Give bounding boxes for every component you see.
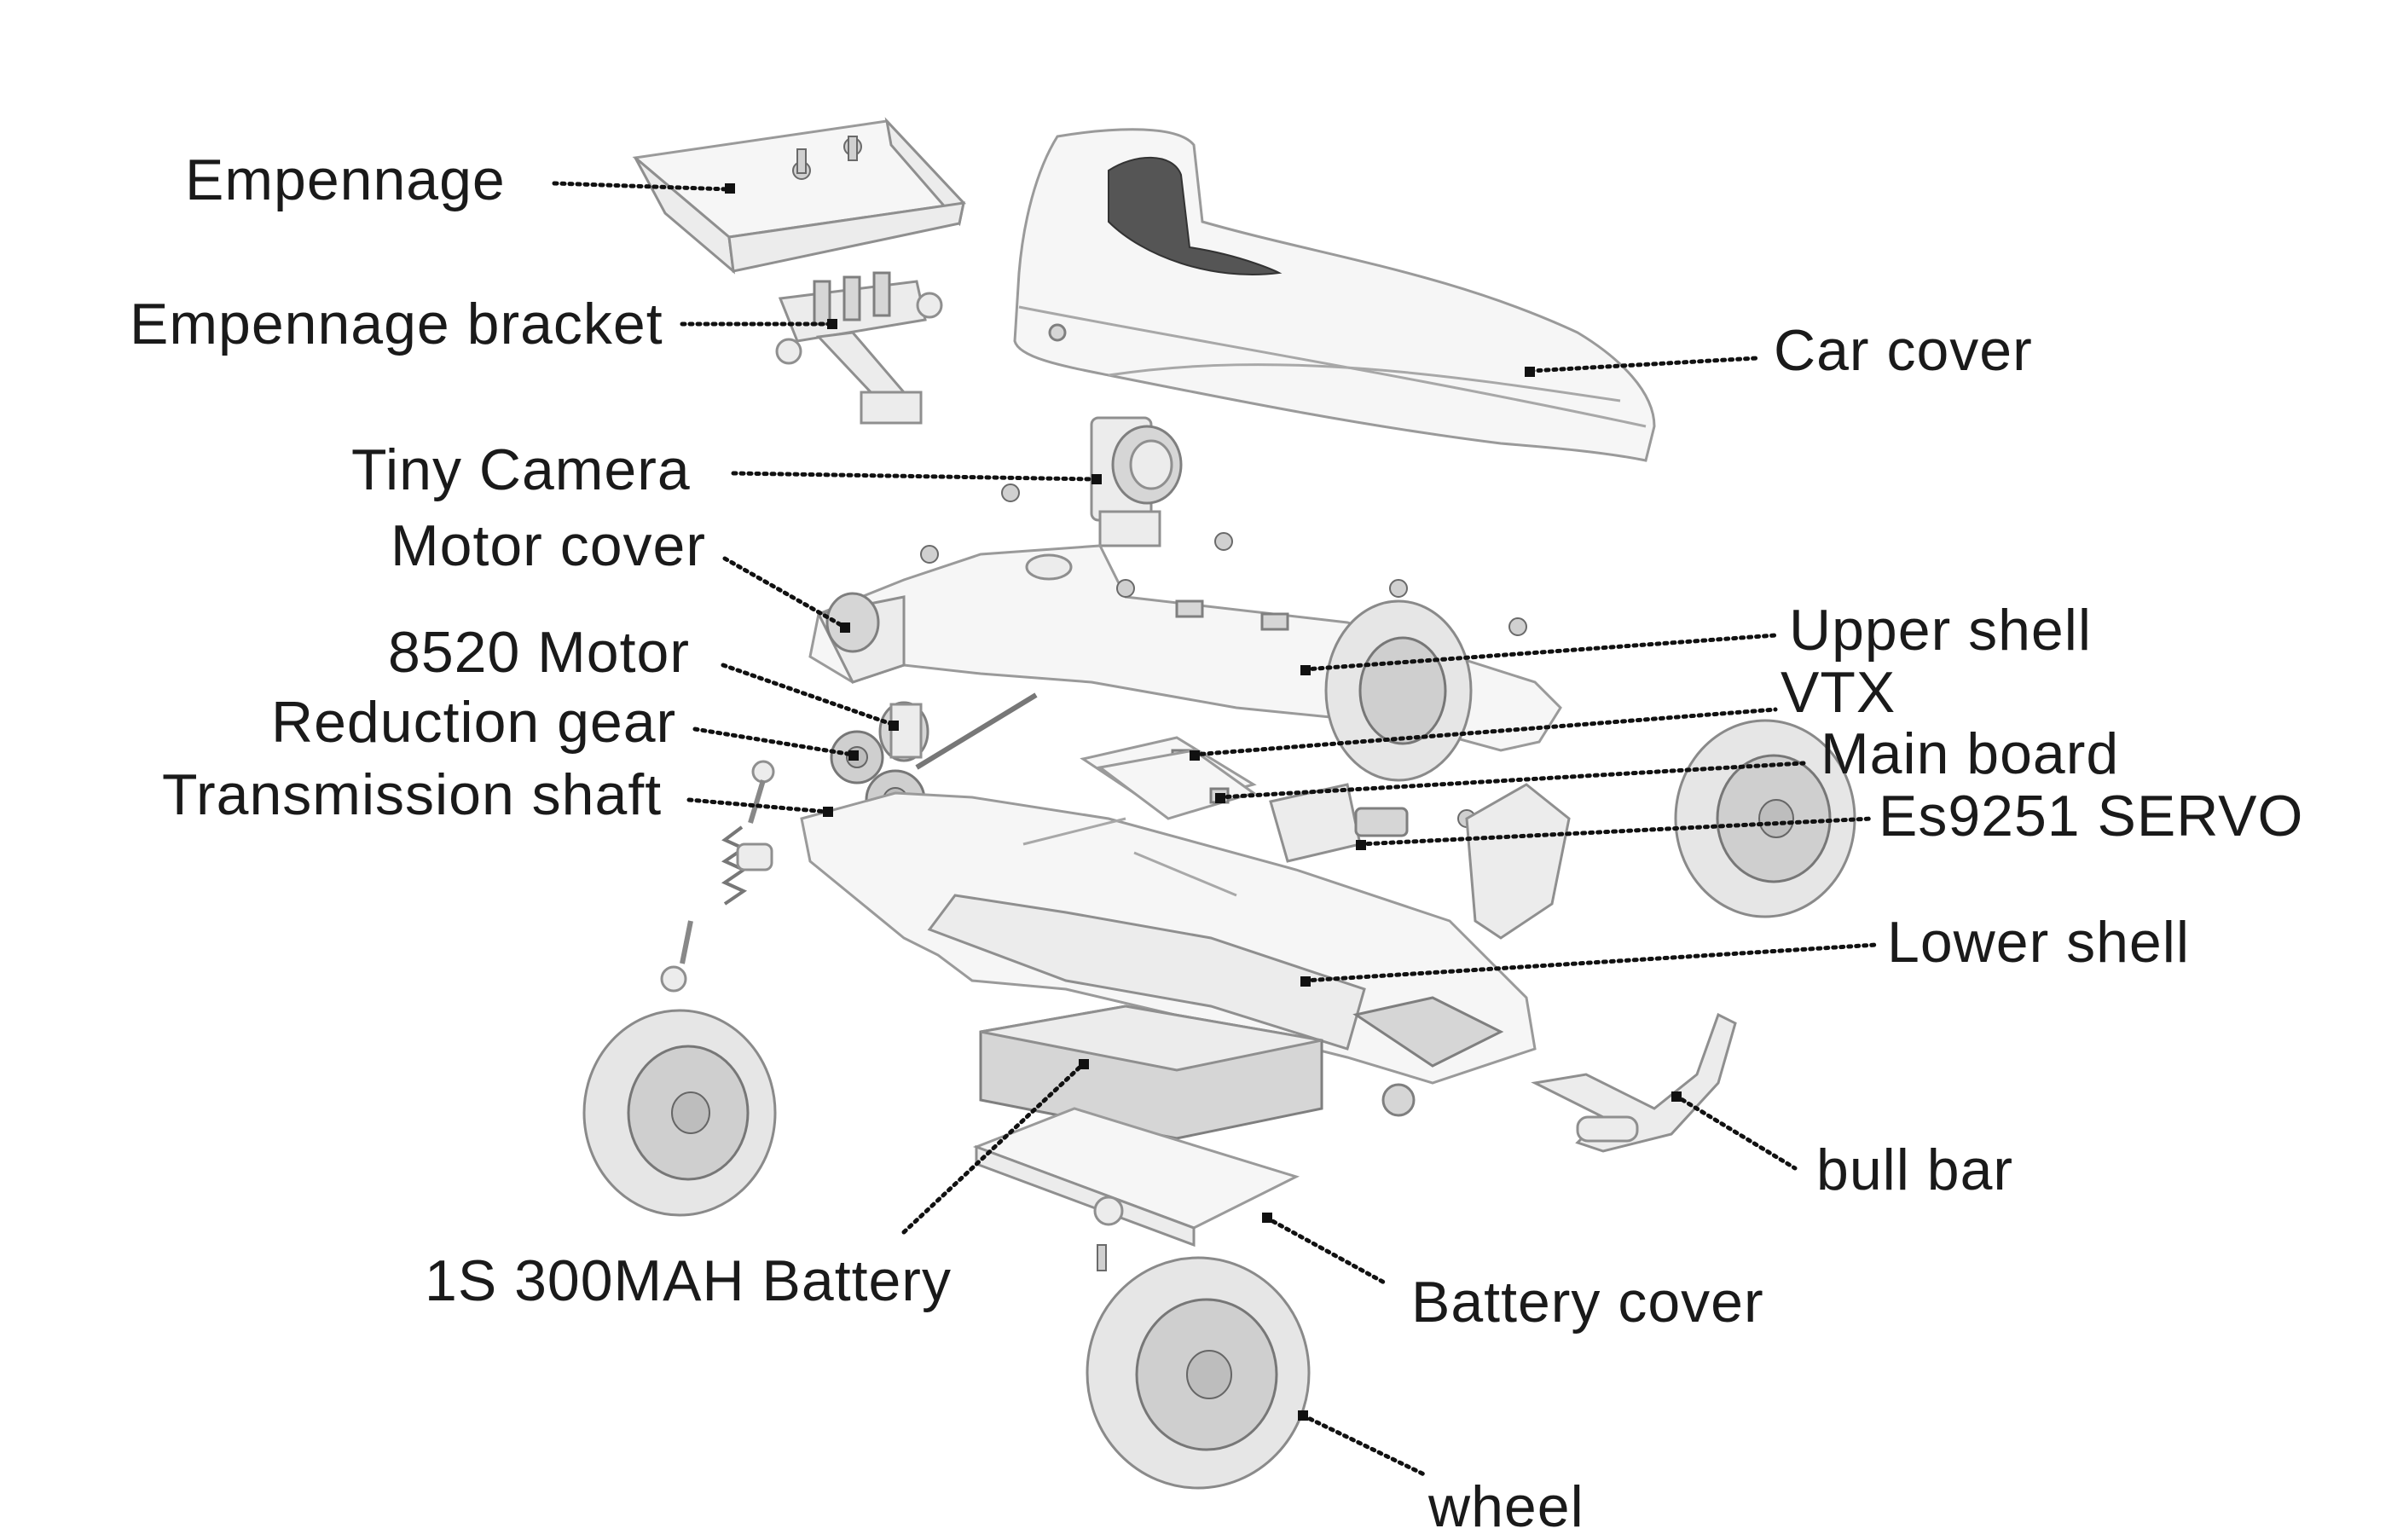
label-8520-motor: 8520 Motor xyxy=(388,620,690,685)
label-wheel: wheel xyxy=(1427,1474,1584,1539)
part-labels: Empennage Empennage bracket Car cover Ti… xyxy=(130,148,2303,1539)
servo-part xyxy=(1269,783,1571,940)
leader-lines xyxy=(552,181,1879,1478)
label-servo: Es9251 SERVO xyxy=(1879,784,2303,848)
label-empennage: Empennage xyxy=(185,148,506,212)
leader-battery xyxy=(901,1062,1086,1235)
leader-upper-shell xyxy=(1302,633,1778,672)
leader-motor-cover xyxy=(722,556,847,629)
battery-cover-part xyxy=(972,1107,1300,1271)
lower-shell-part xyxy=(800,791,1537,1117)
label-battery-cover: Battery cover xyxy=(1411,1270,1764,1334)
wheel-rear-left xyxy=(582,1009,777,1217)
empennage-bracket-part xyxy=(775,271,943,425)
label-tiny-camera: Tiny Camera xyxy=(351,437,691,502)
wheel-rear-right xyxy=(1324,599,1473,782)
empennage-part xyxy=(632,117,967,275)
bull-bar-part xyxy=(1531,1012,1737,1153)
leader-empennage xyxy=(552,181,732,192)
label-car-cover: Car cover xyxy=(1774,318,2033,383)
tiny-camera-part xyxy=(1090,416,1183,547)
label-bull-bar: bull bar xyxy=(1816,1138,2013,1202)
label-transmission-shaft: Transmission shaft xyxy=(162,762,662,827)
leader-tiny-camera xyxy=(731,471,1098,482)
label-reduction-gear: Reduction gear xyxy=(271,690,676,755)
label-empennage-bracket: Empennage bracket xyxy=(130,292,663,356)
leader-car-cover xyxy=(1528,356,1759,373)
leader-vtx xyxy=(1191,707,1778,757)
leader-main-board xyxy=(1217,761,1806,800)
leader-lower-shell xyxy=(1302,942,1879,983)
leader-battery-cover xyxy=(1264,1215,1388,1286)
leader-reduction-gear xyxy=(692,727,855,757)
leader-bull-bar xyxy=(1673,1093,1798,1171)
label-battery: 1S 300MAH Battery xyxy=(425,1248,952,1313)
leader-wheel xyxy=(1300,1413,1428,1478)
label-lower-shell: Lower shell xyxy=(1887,910,2190,975)
wheel-front-left xyxy=(1086,1256,1311,1490)
label-main-board: Main board xyxy=(1821,721,2119,786)
label-upper-shell: Upper shell xyxy=(1789,598,2092,663)
suspension-parts xyxy=(660,760,775,993)
battery-part xyxy=(979,1004,1323,1140)
leader-transmission-shaft xyxy=(686,797,830,814)
label-vtx: VTX xyxy=(1781,660,1896,725)
label-motor-cover: Motor cover xyxy=(391,513,706,578)
leader-servo xyxy=(1358,816,1874,847)
leader-8520-motor xyxy=(721,663,896,727)
car-cover-part xyxy=(1013,128,1656,462)
